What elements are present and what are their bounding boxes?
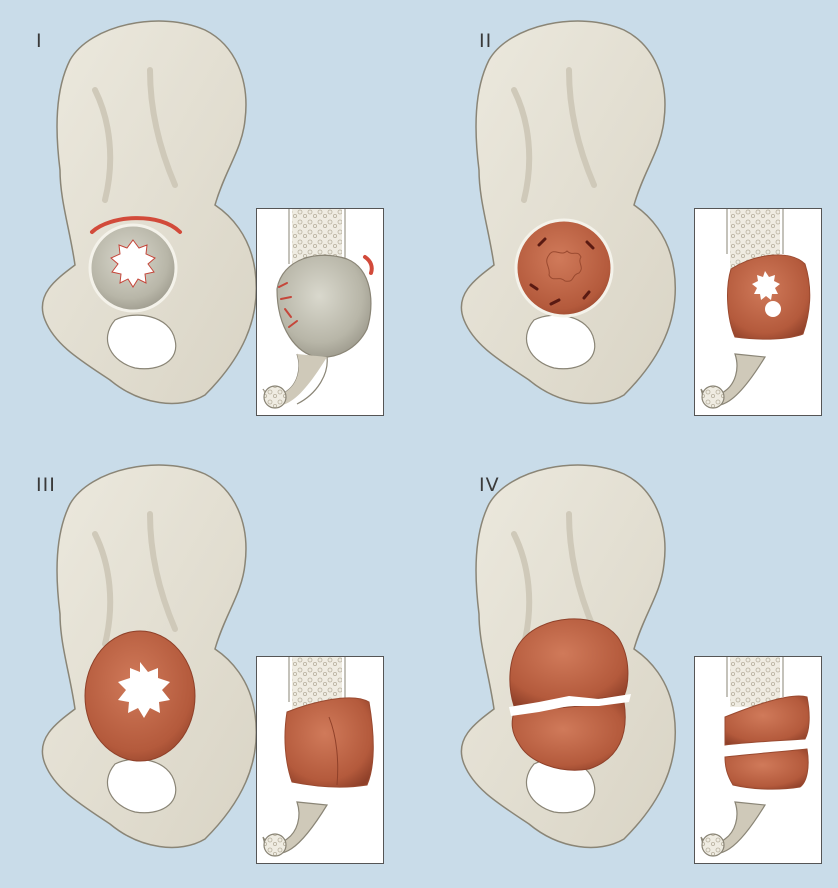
acetabulum-lesion [509, 619, 631, 770]
panel-4: IV [419, 444, 838, 888]
panel-label: IV [479, 474, 500, 496]
panel-1: I [0, 0, 419, 444]
pelvis-bone [461, 21, 675, 403]
acetabulum-lesion [85, 631, 195, 761]
inset-proximal-femur [256, 656, 384, 864]
inset-proximal-femur [694, 208, 822, 416]
femur-illustration [695, 657, 821, 863]
femur-illustration [695, 209, 821, 415]
panel-label: III [36, 474, 56, 496]
panel-2: II [419, 0, 838, 444]
acetabulum-lesion [516, 220, 612, 316]
panel-label: II [479, 30, 492, 52]
inset-proximal-femur [256, 208, 384, 416]
pelvis-bone [42, 21, 256, 403]
femur-illustration [257, 657, 383, 863]
femur-illustration [257, 209, 383, 415]
panel-3: III [0, 444, 419, 888]
inset-proximal-femur [694, 656, 822, 864]
panel-label: I [36, 30, 43, 52]
